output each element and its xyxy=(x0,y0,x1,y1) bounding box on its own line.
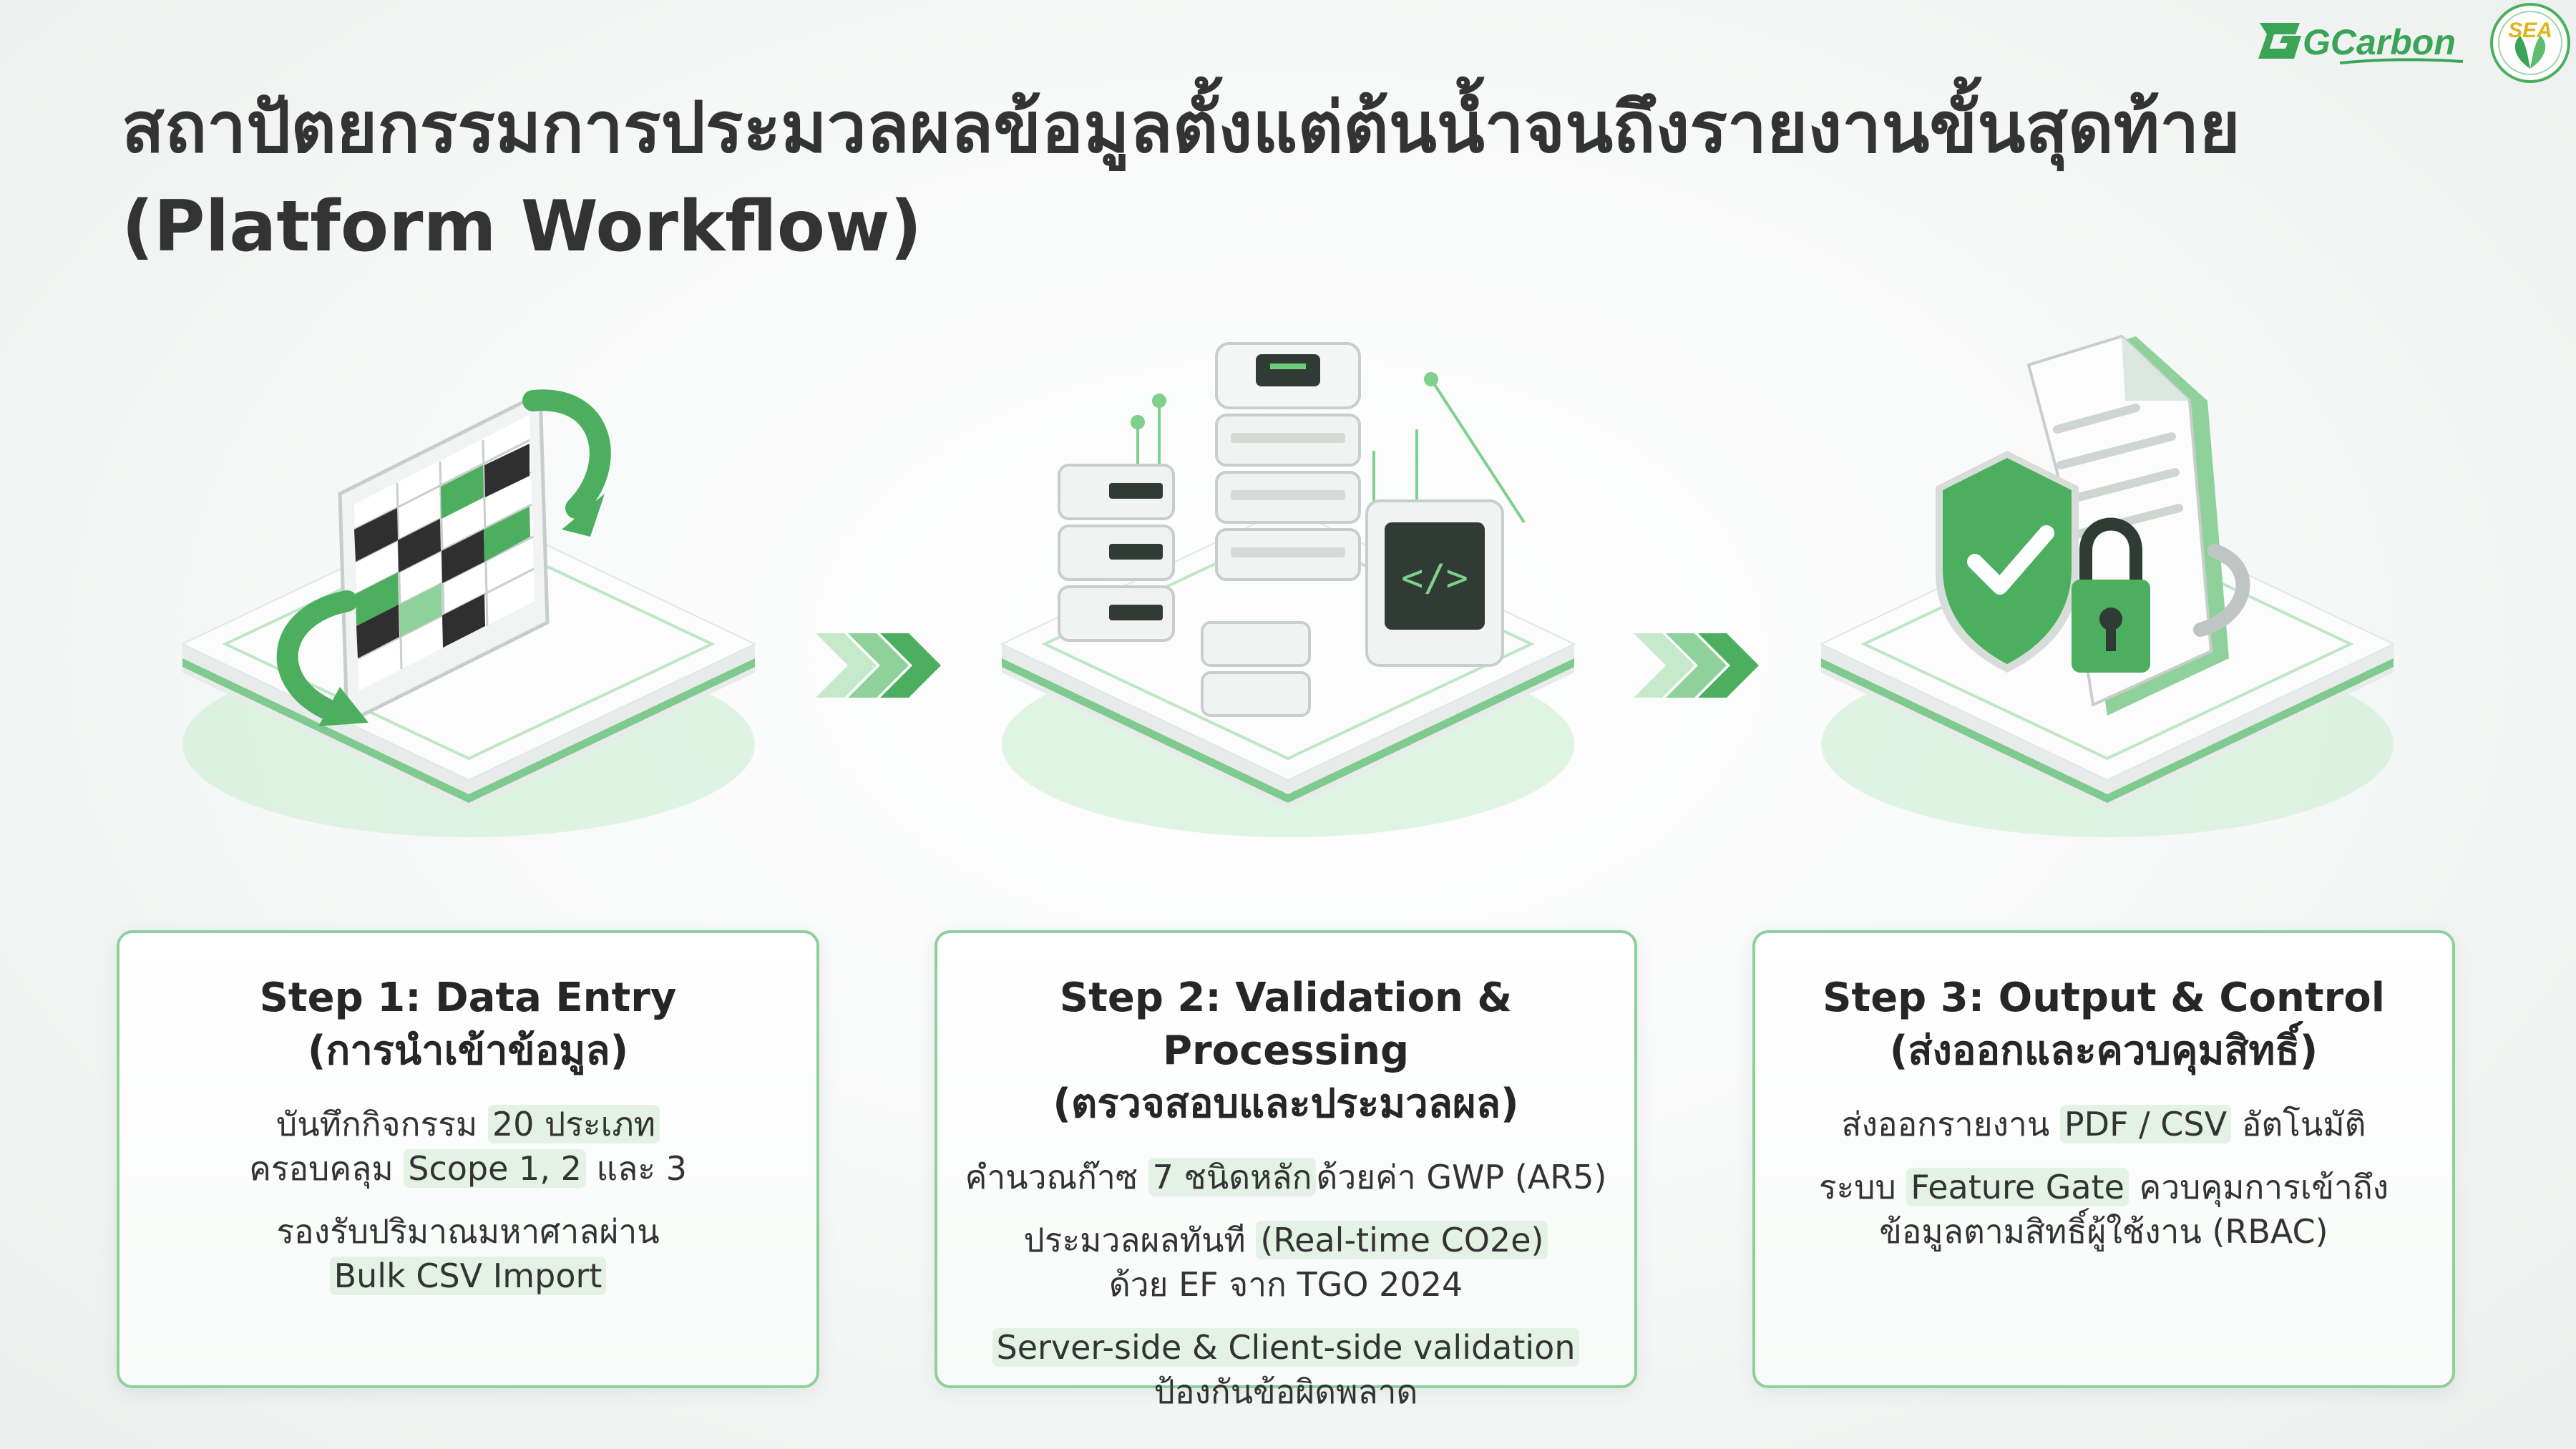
spreadsheet-icon xyxy=(338,391,550,726)
sea-seal-logo: SEA xyxy=(2490,3,2570,83)
data-entry-illustration xyxy=(180,389,757,837)
step-1-line-2-highlight: Scope 1, 2 xyxy=(404,1149,586,1188)
page-title-line-english: (Platform Workflow) xyxy=(122,186,922,268)
step-3-line-1-text: ส่งออกรายงาน xyxy=(1841,1105,2060,1143)
step-1-title: Step 1: Data Entry (การนำเข้าข้อมูล) xyxy=(134,972,802,1078)
step-3-item-1: ส่งออกรายงาน PDF / CSV อัตโนมัติ xyxy=(1770,1102,2438,1146)
processing-illustration: </> xyxy=(1000,342,1576,837)
step-3-card: Step 3: Output & Control (ส่งออกและควบคุ… xyxy=(1752,930,2455,1388)
step-2-line-4-highlight: Server-side & Client-side validation xyxy=(992,1328,1580,1367)
step-3-item-2: ระบบ Feature Gate ควบคุมการเข้าถึง ข้อมู… xyxy=(1770,1165,2438,1254)
shield-check-icon xyxy=(1936,451,2079,673)
gcarbon-logo-text: GCarbon xyxy=(2303,22,2456,62)
step-3-line-2-highlight: Feature Gate xyxy=(1906,1168,2129,1206)
step-2-item-1: คำนวณก๊าซ 7 ชนิดหลักด้วยค่า GWP (AR5) xyxy=(952,1155,1620,1199)
step-1-line-1-highlight: 20 ประเภท xyxy=(487,1105,660,1143)
step-1-item-1: บันทึกกิจกรรม 20 ประเภท ครอบคลุม Scope 1… xyxy=(134,1102,802,1191)
step-3-line-3-text: ข้อมูลตามสิทธิ์ผู้ใช้งาน (RBAC) xyxy=(1879,1212,2328,1251)
flow-arrow-1-icon xyxy=(816,633,941,698)
step-3-line-1-suffix: อัตโนมัติ xyxy=(2231,1105,2366,1143)
step-2-item-3: Server-side & Client-side validation ป้อ… xyxy=(952,1325,1620,1414)
step-2-title-en: Step 2: Validation & Processing xyxy=(1059,975,1513,1074)
sea-seal-text: SEA xyxy=(2508,19,2552,42)
step-2-line-2-highlight: (Real-time CO2e) xyxy=(1256,1221,1548,1259)
step-3-line-2-suffix: ควบคุมการเข้าถึง xyxy=(2128,1168,2389,1206)
step-1-line-3-text: รองรับปริมาณมหาศาลผ่าน xyxy=(276,1212,660,1251)
flow-arrow-2-icon xyxy=(1634,633,1759,698)
server-stack-icon: </> xyxy=(1058,342,1504,717)
step-1-line-2-suffix: และ 3 xyxy=(585,1149,687,1188)
page-title-line-thai: สถาปัตยกรรมการประมวลผลข้อมูลตั้งแต่ต้นน้… xyxy=(122,87,2240,169)
svg-text:</>: </> xyxy=(1401,557,1468,600)
step-1-line-2-text: ครอบคลุม xyxy=(249,1149,404,1188)
gcarbon-logo: GCarbon xyxy=(2258,22,2464,64)
step-2-item-2: ประมวลผลทันที (Real-time CO2e) ด้วย EF จ… xyxy=(952,1218,1620,1307)
step-1-title-th: (การนำเข้าข้อมูล) xyxy=(307,1028,629,1074)
step-2-line-2-text: ประมวลผลทันที xyxy=(1023,1221,1257,1259)
step-1-item-2: รองรับปริมาณมหาศาลผ่าน Bulk CSV Import xyxy=(134,1209,802,1298)
step-2-line-1-highlight: 7 ชนิดหลัก xyxy=(1148,1158,1317,1196)
output-control-illustration xyxy=(1819,334,2396,837)
step-1-title-en: Step 1: Data Entry xyxy=(259,975,677,1021)
step-3-line-1-highlight: PDF / CSV xyxy=(2059,1105,2232,1143)
step-2-line-1-suffix: ด้วยค่า GWP (AR5) xyxy=(1316,1158,1607,1196)
step-3-title-en: Step 3: Output & Control xyxy=(1823,975,2385,1021)
cycle-arrows-icon xyxy=(276,389,611,719)
step-1-line-1-text: บันทึกกิจกรรม xyxy=(276,1105,488,1143)
step-2-line-5-text: ป้องกันข้อผิดพลาด xyxy=(1153,1372,1418,1411)
step-3-title: Step 3: Output & Control (ส่งออกและควบคุ… xyxy=(1770,972,2438,1078)
step-2-line-1-text: คำนวณก๊าซ xyxy=(965,1158,1148,1196)
page-title: สถาปัตยกรรมการประมวลผลข้อมูลตั้งแต่ต้นน้… xyxy=(122,79,2240,276)
step-1-line-3-highlight: Bulk CSV Import xyxy=(329,1257,607,1295)
step-3-title-th: (ส่งออกและควบคุมสิทธิ์) xyxy=(1889,1028,2318,1074)
lock-icon xyxy=(2072,517,2150,673)
step-2-title: Step 2: Validation & Processing (ตรวจสอบ… xyxy=(952,972,1620,1131)
step-2-title-th: (ตรวจสอบและประมวลผล) xyxy=(1053,1080,1519,1127)
step-1-card: Step 1: Data Entry (การนำเข้าข้อมูล) บัน… xyxy=(117,930,819,1388)
step-3-line-2-text: ระบบ xyxy=(1818,1168,1907,1206)
step-2-line-3-text: ด้วย EF จาก TGO 2024 xyxy=(1108,1265,1463,1304)
step-2-card: Step 2: Validation & Processing (ตรวจสอบ… xyxy=(935,930,1637,1411)
